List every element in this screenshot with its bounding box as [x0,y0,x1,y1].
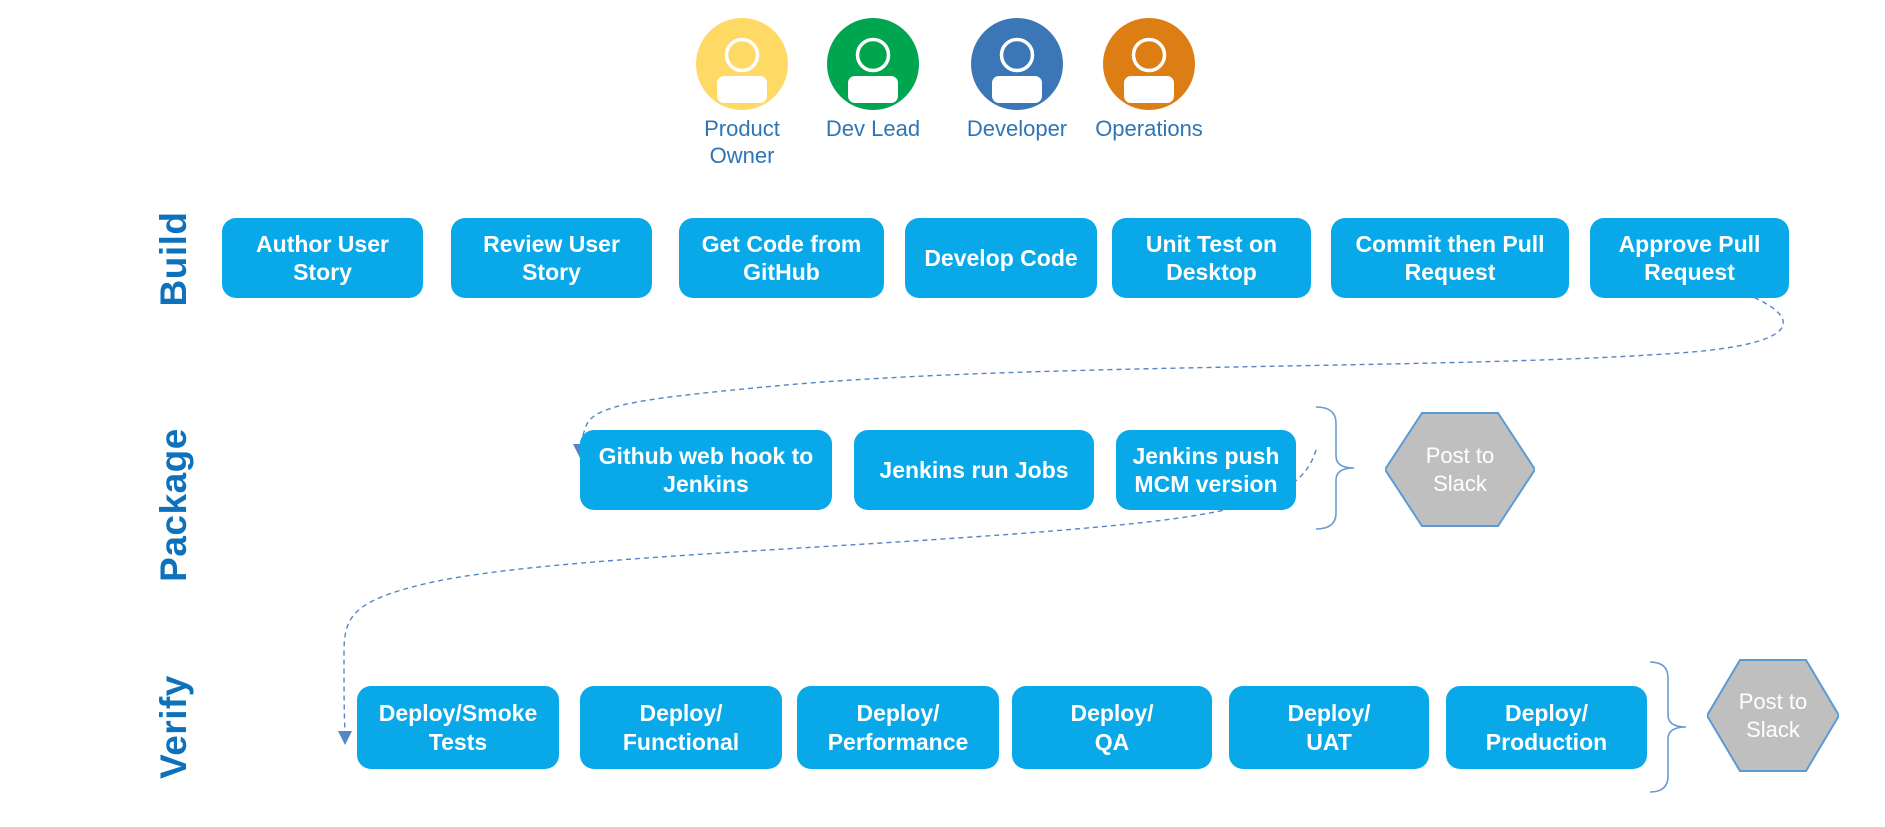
step-review-user-story: Review User Story [451,218,652,298]
role-product-owner: Product Owner [682,18,802,169]
step-approve-pull-request: Approve Pull Request [1590,218,1789,298]
role-operations: Operations [1089,18,1209,142]
step-author-user-story: Author User Story [222,218,423,298]
step-unit-test-on-desktop: Unit Test on Desktop [1112,218,1311,298]
step-get-code-from-github: Get Code from GitHub [679,218,884,298]
role-label: Developer [966,116,1068,141]
person-icon [696,18,788,110]
role-label: Dev Lead [825,116,921,141]
step-jenkins-push-mcm-version: Jenkins push MCM version [1116,430,1296,510]
person-icon [827,18,919,110]
role-developer: Developer [957,18,1077,142]
step-jenkins-run-jobs: Jenkins run Jobs [854,430,1094,510]
post-to-slack-package: Post to Slack [1385,412,1535,527]
hexagon-label: Post to Slack [1425,443,1495,496]
connector-package-to-verify-arrowhead-icon [338,731,352,745]
role-label: Product Owner [704,116,780,168]
role-label: Operations [1095,116,1203,141]
step-deploy-functional: Deploy/ Functional [580,686,782,769]
lane-label-package: Package [153,428,194,582]
person-icon [971,18,1063,110]
step-deploy-uat: Deploy/ UAT [1229,686,1429,769]
lane-label-build: Build [153,211,194,307]
person-icon [1103,18,1195,110]
package-brace-icon [1315,406,1355,530]
step-deploy-performance: Deploy/ Performance [797,686,999,769]
step-commit-then-pull-request: Commit then Pull Request [1331,218,1569,298]
verify-brace-icon [1649,661,1687,793]
lane-label-verify: Verify [153,675,194,779]
post-to-slack-verify: Post to Slack [1707,659,1839,772]
role-dev-lead: Dev Lead [813,18,933,142]
step-develop-code: Develop Code [905,218,1097,298]
step-deploy-qa: Deploy/ QA [1012,686,1212,769]
step-deploy-smoke-tests: Deploy/Smoke Tests [357,686,559,769]
hexagon-label: Post to Slack [1738,689,1808,742]
connector-build-to-package [579,293,1784,447]
step-github-web-hook-to-jenkins: Github web hook to Jenkins [580,430,832,510]
hexagon-icon [1385,412,1535,527]
step-deploy-production: Deploy/ Production [1446,686,1647,769]
hexagon-icon [1707,659,1839,772]
